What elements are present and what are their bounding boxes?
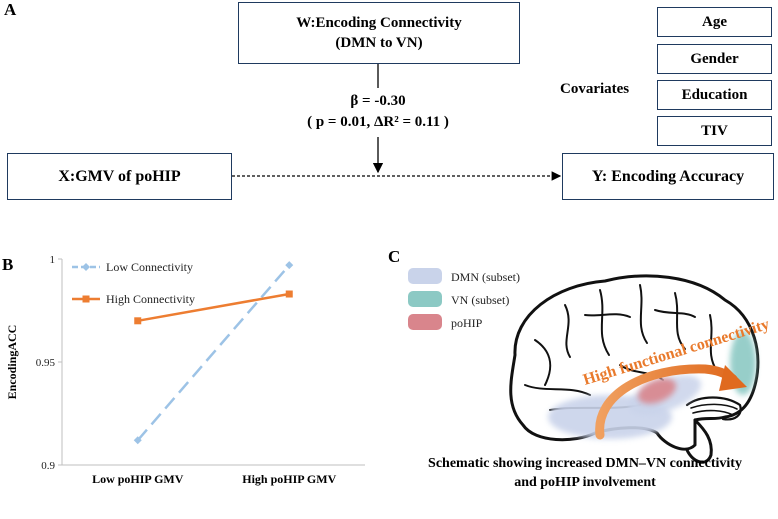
legend-swatch-vn [408,291,442,307]
brain-legend: DMN (subset) VN (subset) poHIP [408,268,520,330]
connectivity-arrow-head [719,365,747,391]
data-point-high-connectivity [285,290,293,298]
beta-value: β = -0.30 [350,93,406,109]
panel-a-connectors [232,64,562,181]
brain-outer-contour [509,274,760,451]
x-category-label: Low poHIP GMV [92,472,184,486]
cerebellum-fold-2 [692,409,734,416]
covariate-education: Education [657,80,772,110]
legend-label-pohip: poHIP [451,316,483,330]
legend-label: Low Connectivity [106,260,193,274]
legend-label-vn: VN (subset) [451,293,509,307]
data-point-low-connectivity [133,436,142,445]
y-tick-label: 1 [50,254,56,266]
covariate-age: Age [657,7,772,37]
y-tick-label: 0.95 [36,357,56,369]
covariates-label: Covariates [560,81,630,97]
series-line-low-connectivity [136,264,291,442]
brain-caption-line1: Schematic showing increased DMN–VN conne… [428,456,742,471]
y-tick-label: 0.9 [41,460,55,472]
w-box-line2: (DMN to VN) [335,35,423,51]
legend-label-dmn: DMN (subset) [451,270,520,284]
brain-caption-line2: and poHIP involvement [514,475,656,490]
legend-swatch-dmn [408,268,442,284]
brain-sulci [524,284,718,411]
covariate-gender: Gender [657,44,772,74]
pohip-region [638,378,676,404]
y-axis-label: EncodingACC [5,325,19,400]
w-moderator-box: W:Encoding Connectivity (DMN to VN) [238,2,520,64]
panel-b-label: B [2,255,14,274]
series-line-high-connectivity [137,292,290,323]
legend-label: High Connectivity [106,292,195,306]
data-point-high-connectivity [134,317,142,325]
data-point-low-connectivity [285,261,294,270]
y-box-text: Y: Encoding Accuracy [591,167,745,185]
y-outcome-box: Y: Encoding Accuracy [562,153,774,200]
legend-marker [82,295,90,303]
w-box-line1: W:Encoding Connectivity [296,15,462,31]
panel-c-label: C [388,247,401,266]
x-category-label: High poHIP GMV [242,472,336,486]
x-predictor-box: X:GMV of poHIP [7,153,232,200]
stats-value: ( p = 0.01, ΔR² = 0.11 ) [307,114,449,130]
x-box-text: X:GMV of poHIP [58,167,181,185]
brainstem [685,418,713,464]
cerebellum-fold-1 [690,403,738,410]
legend-swatch-pohip [408,314,442,330]
brain-schematic: DMN (subset) VN (subset) poHIP High func… [408,268,771,490]
covariate-tiv: TIV [657,116,772,146]
brain-outline [509,274,760,464]
interaction-chart: EncodingACC 0.9 0.95 1 Low poHIP GMV High p… [5,254,365,486]
legend-marker [82,263,90,271]
cerebellum-contour [685,396,742,421]
panel-a-label: A [4,0,17,19]
